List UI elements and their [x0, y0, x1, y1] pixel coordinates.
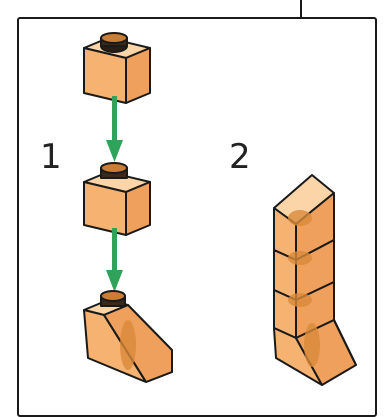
down-arrow-icon [106, 96, 123, 162]
step-number-2: 2 [229, 137, 251, 177]
lego-slope-icon [83, 290, 173, 383]
page-corner-mark [300, 0, 302, 18]
brick-1x1-middle [83, 162, 151, 236]
step-number-1: 1 [40, 137, 62, 177]
stacked-bricks-result [273, 174, 357, 386]
brick-1x1-top [83, 32, 151, 104]
down-arrow-icon [106, 228, 123, 292]
